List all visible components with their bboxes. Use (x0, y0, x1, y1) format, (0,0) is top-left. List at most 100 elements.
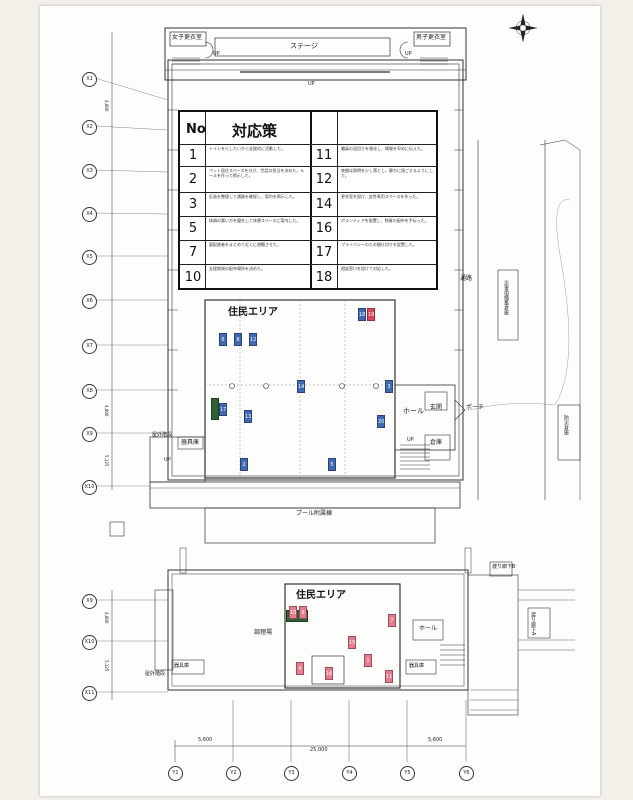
table-right-text: ボランティアを配置し、物資の配布を手伝った。 (341, 218, 429, 223)
lower-card-1: 1 (364, 654, 372, 667)
lower-card-10: 10 (289, 606, 297, 619)
lower-card-7: 7 (388, 614, 396, 627)
side-dimension: 4,800 (104, 405, 109, 417)
table-left-text: トイレを少したいから支援的に活動した。 (209, 146, 285, 151)
grid-axis-y5: Y5 (400, 766, 415, 781)
grid-axis-y4: Y4 (342, 766, 357, 781)
kitchen-label: 調理場 (254, 629, 273, 636)
table-left-text: ペット居住スペースを分け、世話の担当を決めた。ルールを作って掲示した。 (209, 168, 305, 178)
grid-axis-x7: X7 (82, 339, 97, 354)
grid-axis-x8: X8 (82, 384, 97, 399)
up-label: UP (164, 457, 171, 463)
upper-card-20: 20 (377, 415, 385, 428)
women-dressing-room-label: 女子更衣室 (172, 34, 203, 41)
table-left-number: 2 (188, 171, 198, 187)
grid-axis-y6: Y6 (459, 766, 474, 781)
storage-sign-label: 災害用備蓄倉庫 (503, 280, 509, 315)
table-left-text: 区画を整理して通路を確保し、案内を掲示した。 (209, 194, 297, 199)
table-header-no: No (186, 122, 206, 137)
upper-card-8: 8 (234, 333, 242, 346)
corridor-b-label: 渡り廊下B (492, 564, 516, 570)
side-dimension: 5,125 (104, 660, 109, 672)
men-dressing-room-label: 男子更衣室 (416, 34, 447, 41)
disaster-storage-label: 防災倉庫 (563, 415, 569, 435)
table-right-number: 18 (315, 269, 333, 285)
up-label: UP (405, 51, 412, 57)
lower-equipment-label: 器具庫 (409, 663, 425, 669)
hall-label: ホール (403, 407, 424, 415)
grid-axis-y2: Y2 (226, 766, 241, 781)
table-left-text: 体調の悪い方を優先して休憩スペースに案内した。 (209, 218, 301, 223)
grid-axis-x10: X10 (82, 480, 97, 495)
grid-axis-x4: X4 (82, 207, 97, 222)
table-right-number: 16 (315, 220, 333, 236)
lower-resident-area-title: 住民エリア (296, 590, 346, 601)
upper-card-19: 19 (367, 308, 375, 321)
green-marker (211, 398, 219, 420)
lower-outdoor-stairs-label: 屋外階段 (145, 671, 166, 677)
lower-card-9: 9 (299, 606, 307, 619)
pool-annex-label: プール附属棟 (296, 510, 333, 517)
upper-card-3: 3 (385, 380, 393, 393)
entrance-label: 玄関 (430, 404, 443, 411)
grid-axis-x5: X5 (82, 250, 97, 265)
grid-axis-x6: X6 (82, 294, 97, 309)
table-right-text: プライバシーのため間仕切りを設置した。 (341, 242, 417, 247)
table-left-text: 支援物資の配布場所を決めた。 (209, 266, 265, 271)
total-dimension: 25,000 (310, 747, 328, 753)
equipment-room-label: 器具庫 (181, 439, 200, 446)
table-right-number: 12 (315, 171, 333, 187)
table-header-title: 対応策 (232, 122, 278, 140)
table-left-text: 要配慮者をまとめて近くに避難させた。 (209, 242, 281, 247)
upper-card-14: 14 (297, 380, 305, 393)
lower-card-16: 16 (325, 667, 333, 680)
lower-hall-label: ホール (419, 625, 438, 632)
lower-equipment-label: 器具庫 (174, 663, 190, 669)
table-right-number: 14 (315, 196, 333, 212)
table-right-text: 更衣室を設け、女性専用スペースを作った。 (341, 194, 421, 199)
upper-card-5: 5 (328, 458, 336, 471)
table-left-number: 7 (188, 244, 198, 260)
upper-card-17: 17 (219, 403, 227, 416)
up-label: UP (213, 51, 220, 57)
table-left-number: 10 (184, 269, 202, 285)
lower-area-box (284, 583, 401, 689)
grid-axis-x9: X9 (82, 427, 97, 442)
up-label: UP (407, 437, 414, 443)
grid-axis-x2: X2 (82, 120, 97, 135)
table-right-number: 17 (315, 244, 333, 260)
side-dimension: 4,800 (104, 612, 109, 624)
table-right-text: 職員の見回りを強化し、情報を早めに伝えた。 (341, 146, 425, 151)
upper-card-2: 2 (240, 458, 248, 471)
upper-card-18: 18 (358, 308, 366, 321)
table-right-number: 11 (315, 147, 333, 163)
countermeasure-table: No 対応策 1 トイレを少したいから支援的に活動した。 11 職員の見回りを強化し、… (178, 110, 438, 290)
table-right-text: 夜間は照明を少し落とし、静かに過ごせるようにした。 (341, 168, 433, 178)
upper-card-6: 6 (219, 333, 227, 346)
upper-card-13: 13 (244, 410, 252, 423)
grid-axis-lower-x10: X10 (82, 635, 97, 650)
grid-axis-y1: Y1 (168, 766, 183, 781)
lower-card-4: 4 (296, 662, 304, 675)
table-left-number: 5 (188, 220, 198, 236)
side-dimension: 5,125 (104, 455, 109, 467)
grid-axis-x1: X1 (82, 72, 97, 87)
grid-axis-y3: Y3 (284, 766, 299, 781)
table-left-number: 1 (188, 147, 198, 163)
upper-resident-area-title: 住民エリア (228, 307, 278, 318)
right-dimension: 5,600 (428, 737, 443, 743)
corridor-a-label: 渡り廊下A (530, 612, 536, 636)
stage-label: ステージ (290, 42, 318, 50)
lower-card-15: 15 (348, 636, 356, 649)
grid-axis-lower-x9: X9 (82, 594, 97, 609)
outdoor-stairs-label: 屋外階段 (152, 432, 173, 438)
grid-axis-lower-x11: X11 (82, 686, 97, 701)
grid-axis-x3: X3 (82, 164, 97, 179)
side-dimension: 4,800 (104, 100, 109, 112)
stage-block (164, 27, 467, 81)
lower-card-11: 11 (385, 670, 393, 683)
left-dimension: 5,600 (198, 737, 213, 743)
up-label: UP (308, 81, 315, 87)
road-label: 通路 (460, 275, 473, 282)
